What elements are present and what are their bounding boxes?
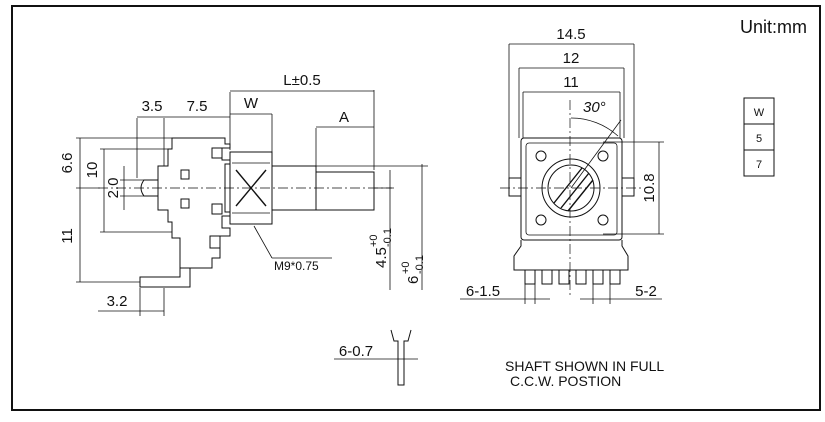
pin-5 (592, 269, 604, 285)
note-line-1: SHAFT SHOWN IN FULL (505, 358, 664, 374)
pin-4 (575, 269, 587, 285)
dim-11-front: 11 (563, 74, 579, 91)
pin-6 (609, 269, 621, 285)
note-line-2: C.C.W. POSTION (510, 373, 621, 389)
side-pad-3 (211, 147, 223, 159)
dim-10-8: 10.8 (641, 173, 658, 202)
pin-1 (524, 269, 536, 285)
pin-detail-outline (390, 329, 412, 386)
angle-label: 30° (583, 99, 606, 116)
dim-6-tol-plus: +0 (400, 261, 412, 274)
angle-line (570, 119, 622, 189)
front-tab-left (508, 177, 522, 197)
dim-w: W (244, 95, 259, 112)
front-lower-body (513, 240, 629, 271)
side-pad-bottom (180, 198, 190, 209)
side-pad-top (180, 169, 190, 180)
dim-10: 10 (84, 162, 101, 179)
side-pad-4 (211, 203, 223, 215)
front-tab-right (621, 177, 635, 197)
dim-4-5-group: 4.5 +0 -0.1 (368, 228, 394, 268)
dim-12: 12 (563, 50, 580, 67)
dim-6-6: 6.6 (59, 153, 76, 174)
w-table: W 5 7 (743, 97, 775, 177)
dim-6-group: 6 +0 -0.1 (400, 255, 426, 284)
thread-leader (253, 225, 273, 259)
pin-3 (558, 269, 570, 285)
dim-4-5-tol-plus: +0 (368, 234, 380, 247)
dim-5-2: 5-2 (635, 283, 657, 300)
front-body-inner (525, 142, 618, 236)
w-table-frame (743, 97, 775, 177)
unit-label: Unit:mm (740, 17, 807, 37)
w-table-row-2: 7 (756, 159, 762, 171)
side-view: 3.5 7.5 W L±0.5 A 6.6 10 2.0 11 3.2 M9*0… (59, 72, 428, 316)
dim-6-1-5: 6-1.5 (466, 283, 500, 300)
dim-11: 11 (59, 228, 76, 244)
dim-6: 6 (405, 276, 422, 284)
thread-label: M9*0.75 (274, 259, 319, 273)
knob-slot-1 (553, 167, 583, 204)
dim-a: A (339, 109, 349, 126)
pin-detail: 6-0.7 (334, 329, 418, 386)
rivet-tl (535, 150, 547, 162)
rivet-tr (597, 150, 609, 162)
knob-outer (541, 158, 601, 218)
dim-2-0: 2.0 (105, 178, 122, 199)
pin-2 (541, 269, 553, 285)
rivet-br (597, 214, 609, 226)
w-table-row-1: 5 (756, 133, 762, 145)
knob-inner (547, 164, 595, 212)
w-table-header: W (754, 107, 765, 119)
dim-4-5-tol-minus: -0.1 (382, 228, 394, 247)
dim-3-5: 3.5 (142, 98, 163, 115)
side-pad-5 (209, 235, 221, 249)
dim-6-tol-minus: -0.1 (414, 255, 426, 274)
knob-slot-3 (567, 179, 594, 212)
dim-4-5: 4.5 (373, 247, 390, 268)
angle-arc (570, 117, 619, 137)
dim-14-5: 14.5 (556, 26, 585, 43)
bushing-hatch-b (235, 169, 267, 207)
side-terminal-leg (139, 268, 191, 288)
rivet-bl (535, 214, 547, 226)
drawing-frame (11, 5, 821, 411)
knob-slot-2 (560, 172, 590, 209)
dim-l: L±0.5 (283, 72, 320, 89)
dim-6-0-7: 6-0.7 (339, 343, 373, 360)
dim-7-5: 7.5 (187, 98, 208, 115)
shaft (271, 165, 375, 211)
front-view: 30° 14.5 12 11 10.8 6-1.5 (460, 26, 664, 304)
dim-3-2: 3.2 (107, 293, 128, 310)
